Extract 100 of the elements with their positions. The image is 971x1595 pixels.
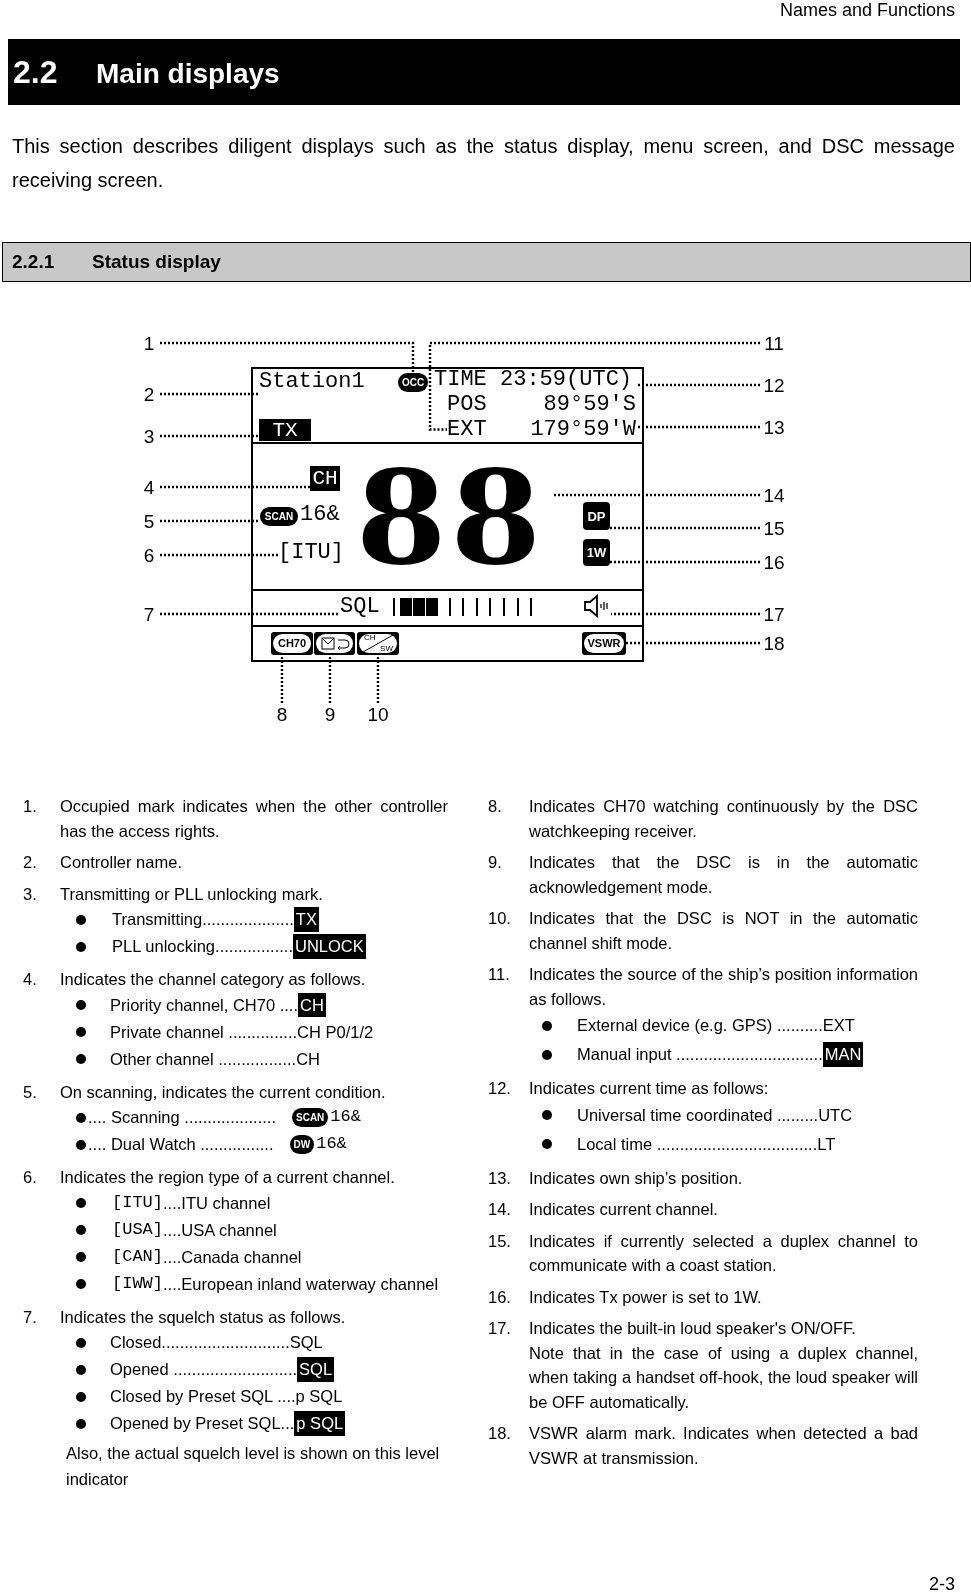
- region-code: [ITU]: [112, 1191, 163, 1214]
- item-text: Transmitting or PLL unlocking mark.: [60, 883, 324, 905]
- callout-number: 7: [138, 603, 160, 625]
- envelope-return-icon: [314, 632, 355, 655]
- leader-line: [626, 641, 760, 645]
- position-source-label: EXT: [447, 417, 491, 442]
- leader-line: [611, 612, 760, 616]
- list-text: Other channel .................: [110, 1048, 297, 1070]
- position-label: POS: [447, 392, 491, 417]
- list-text: ....ITU channel: [163, 1192, 271, 1214]
- section-title: Main displays: [96, 57, 280, 91]
- scan-channel-text: 16&: [300, 502, 342, 528]
- note-text: Also, the actual squelch level is shown on this level indicator: [66, 1443, 441, 1490]
- leader-line: [328, 655, 332, 703]
- item-text: Indicates own ship’s position.: [529, 1167, 744, 1189]
- time-readout: TIME 23:59(UTC): [434, 366, 636, 394]
- channel-text: 16&: [330, 1106, 361, 1129]
- item-text: Indicates the region type of a current channel.: [60, 1167, 396, 1188]
- item-text: Occupied mark indicates when the other controller has the access rights.: [60, 796, 448, 842]
- vswr-mark: VSWR: [582, 632, 626, 655]
- item-number: 13.: [488, 1167, 512, 1189]
- section-number: 2.2: [13, 53, 58, 92]
- item-text: Indicates the built-in loud speaker's ON/OFF.: [529, 1318, 857, 1339]
- item-text: Indicates the source of the ship’s position information as follows.: [529, 964, 918, 1010]
- leader-line: [610, 526, 760, 530]
- list-text: CH P0/1/2: [297, 1021, 374, 1043]
- list-text: SQL: [289, 1332, 323, 1354]
- item-number: 5.: [23, 1081, 38, 1103]
- leader-line: [160, 485, 310, 489]
- leader-line: [160, 392, 259, 396]
- speaker-icon: [583, 594, 611, 618]
- subsection-title: Status display: [92, 251, 221, 273]
- lcd-screen: [251, 367, 644, 662]
- callout-number: 18: [760, 632, 788, 654]
- callout-number: 8: [270, 703, 294, 725]
- item-text: Indicates if currently selected a duplex channel to communicate with a coast station.: [529, 1230, 918, 1276]
- ch70-mark: CH70: [271, 632, 313, 655]
- leader-line: [160, 341, 415, 373]
- callout-number: 11: [760, 332, 788, 354]
- channel-number: 88: [356, 453, 552, 583]
- item-number: 3.: [23, 883, 38, 905]
- callout-number: 4: [138, 476, 160, 498]
- running-header: Names and Functions: [779, 0, 955, 20]
- list-text: PLL unlocking.................: [112, 936, 293, 958]
- item-number: 2.: [23, 852, 38, 873]
- leader-line: [552, 493, 760, 497]
- leader-line: [160, 553, 278, 557]
- callout-number: 12: [760, 374, 788, 396]
- dual-watch-mark: DW: [289, 1135, 315, 1154]
- callout-number: 17: [760, 603, 788, 625]
- callout-number: 3: [138, 425, 160, 447]
- leader-line: [160, 434, 259, 438]
- item-text: Indicates Tx power is set to 1W.: [529, 1286, 763, 1308]
- channel-text: 16&: [316, 1133, 347, 1156]
- item-text: Note that in the case of using a duplex channel, when taking a handset off-hook, the loud speaker will be OFF automatically.: [529, 1342, 918, 1413]
- item-number: 12.: [488, 1078, 512, 1099]
- callout-number: 14: [760, 484, 788, 506]
- list-text: ....Canada channel: [163, 1246, 302, 1268]
- item-text: Indicates the squelch status as follows.: [60, 1306, 347, 1328]
- item-number: 10.: [488, 908, 512, 929]
- list-text: Private channel ...............: [110, 1021, 298, 1043]
- leader-line: [610, 560, 760, 564]
- occupied-mark: OCC: [398, 373, 428, 392]
- list-text: ....USA channel: [163, 1219, 277, 1241]
- region-code: [ITU]: [278, 540, 345, 566]
- item-number: 14.: [488, 1199, 512, 1220]
- controller-name: Station1: [259, 368, 369, 396]
- list-text: Manual input ................................: [577, 1044, 823, 1066]
- list-text: UTC: [818, 1104, 853, 1126]
- callout-number: 15: [760, 517, 788, 539]
- longitude-readout: 179°59'W: [529, 417, 636, 442]
- callout-number: 5: [138, 510, 160, 532]
- item-text: Controller name.: [60, 852, 183, 873]
- list-text: .... Dual Watch ................: [88, 1134, 274, 1156]
- list-text: Closed............................: [110, 1332, 290, 1354]
- leader-line: [428, 341, 760, 431]
- unlock-tag: UNLOCK: [293, 934, 366, 959]
- list-text: Opened by Preset SQL...: [110, 1413, 295, 1435]
- region-code: [IWW]: [112, 1272, 163, 1295]
- intro-text: This section describes diligent displays such as the status display, menu screen, and DSC message receiving screen.: [12, 134, 955, 193]
- leader-line: [160, 612, 340, 616]
- list-text: CH: [296, 1048, 320, 1070]
- duplex-mark: DP: [583, 502, 610, 530]
- callout-number: 2: [138, 383, 160, 405]
- item-number: 6.: [23, 1167, 38, 1188]
- latitude-readout: 89°59'S: [542, 392, 636, 417]
- item-number: 4.: [23, 969, 38, 990]
- callout-number: 16: [760, 551, 788, 573]
- list-text: LT: [817, 1133, 836, 1155]
- item-number: 8.: [488, 796, 503, 817]
- list-text: p SQL: [295, 1386, 343, 1408]
- callout-number: 13: [760, 416, 788, 438]
- item-number: 9.: [488, 852, 503, 873]
- leader-line: [636, 383, 760, 387]
- subsection-number: 2.2.1: [12, 251, 55, 273]
- list-text: Closed by Preset SQL ....: [110, 1386, 296, 1408]
- squelch-label: SQL: [340, 595, 382, 619]
- channel-shift-mark: CH SW: [357, 632, 399, 655]
- leader-line: [376, 655, 380, 703]
- list-text: Opened ...........................: [110, 1359, 298, 1381]
